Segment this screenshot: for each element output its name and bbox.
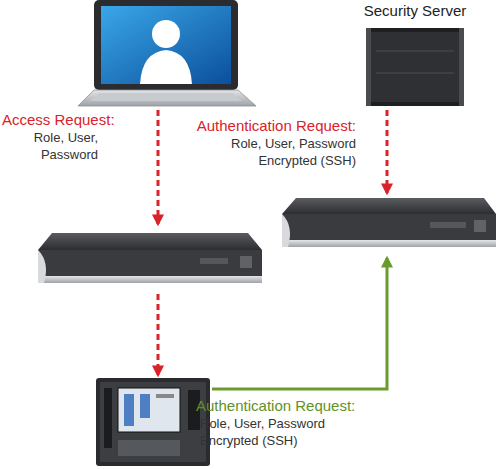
switch-ports <box>430 222 466 228</box>
user-body <box>140 50 192 84</box>
node-heading: Security Server <box>350 2 480 19</box>
switch-front <box>38 250 262 276</box>
relay-bar <box>124 394 134 426</box>
relay-leds <box>104 388 112 448</box>
laptop-screen <box>101 6 231 84</box>
relay-panel <box>100 382 206 462</box>
switch-top <box>38 233 262 250</box>
user-head <box>152 20 180 48</box>
relay-bar <box>156 394 174 398</box>
request-title: Authentication Request: <box>196 396 396 415</box>
rack-slot <box>376 50 454 52</box>
laptop-keyboard <box>90 93 242 101</box>
request-fields: Role, User, Password Encrypted (SSH) <box>200 415 332 449</box>
relay-keys <box>118 440 180 456</box>
rack-ear <box>459 28 464 106</box>
ethernet-switch <box>38 233 262 283</box>
switch-bezel <box>38 250 46 283</box>
request-fields: Role, User, Password Encrypted (SSH) <box>226 135 356 169</box>
request-arrow <box>386 110 389 193</box>
switch-trim <box>38 276 262 283</box>
laptop-lid <box>94 0 238 90</box>
switch-top <box>282 198 496 214</box>
relay-case <box>96 378 210 466</box>
protection-relay <box>96 378 210 466</box>
laptop-base <box>78 90 256 106</box>
rack-ear <box>366 28 371 106</box>
switch-trim <box>282 240 496 247</box>
request-title: Access Request: <box>2 110 152 129</box>
request-arrow <box>157 294 160 375</box>
request-title: Authentication Request: <box>160 116 356 135</box>
rack-front <box>370 32 460 102</box>
switch-bezel <box>282 214 290 247</box>
switch-logo <box>240 256 252 268</box>
server-rack <box>366 28 464 106</box>
rack-slot <box>376 72 454 74</box>
rack-body <box>366 28 464 106</box>
ethernet-switch <box>282 198 496 247</box>
laptop <box>78 0 256 106</box>
request-fields: Role, User, Password <box>4 129 98 163</box>
request-arrow <box>157 110 160 224</box>
relay-screen <box>118 388 180 432</box>
relay-bar <box>140 394 150 418</box>
server-node: Security Server <box>350 2 480 108</box>
switch-logo <box>474 220 486 232</box>
switch-front <box>282 214 496 240</box>
switch-ports <box>200 258 228 264</box>
